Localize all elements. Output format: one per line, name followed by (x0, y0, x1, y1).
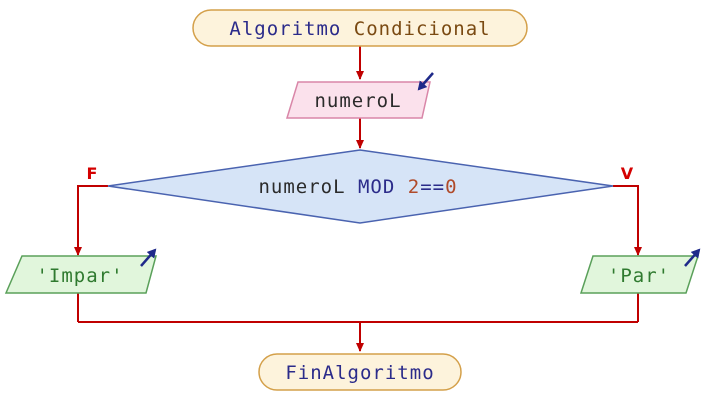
decision-variable: numeroL (258, 176, 345, 198)
start-terminal: Algoritmo Condicional (192, 9, 528, 47)
arrow-in-icon (417, 72, 434, 91)
false-branch-label: F (87, 164, 98, 183)
decision-value: 0 (445, 176, 457, 198)
algorithm-name: Condicional (354, 18, 491, 40)
svg-text:Algoritmo Condicional: Algoritmo Condicional (229, 18, 490, 40)
output-impar-node: 'Impar' (4, 248, 157, 294)
decision-comparison: == (420, 176, 445, 198)
decision-node: numeroL MOD 2==0 (107, 149, 614, 224)
end-label: FinAlgoritmo (285, 362, 434, 384)
decision-divisor: 2 (408, 176, 420, 198)
output-impar-text: 'Impar' (36, 265, 123, 287)
output-par-text: 'Par' (608, 265, 670, 287)
connector-true-branch (613, 185, 642, 256)
true-branch-label: V (621, 164, 634, 183)
decision-operator: MOD (358, 176, 395, 198)
read-node: numeroL (285, 72, 434, 119)
arrow-out-icon (684, 248, 701, 267)
arrow-out-icon (140, 248, 157, 267)
start-keyword: Algoritmo (229, 18, 341, 40)
connector-false-branch (74, 185, 108, 256)
end-terminal: FinAlgoritmo (258, 353, 462, 391)
output-par-node: 'Par' (579, 248, 701, 294)
connectors (74, 46, 642, 352)
read-variable: numeroL (314, 90, 401, 112)
svg-text:numeroL MOD 2==0: numeroL MOD 2==0 (258, 176, 457, 198)
